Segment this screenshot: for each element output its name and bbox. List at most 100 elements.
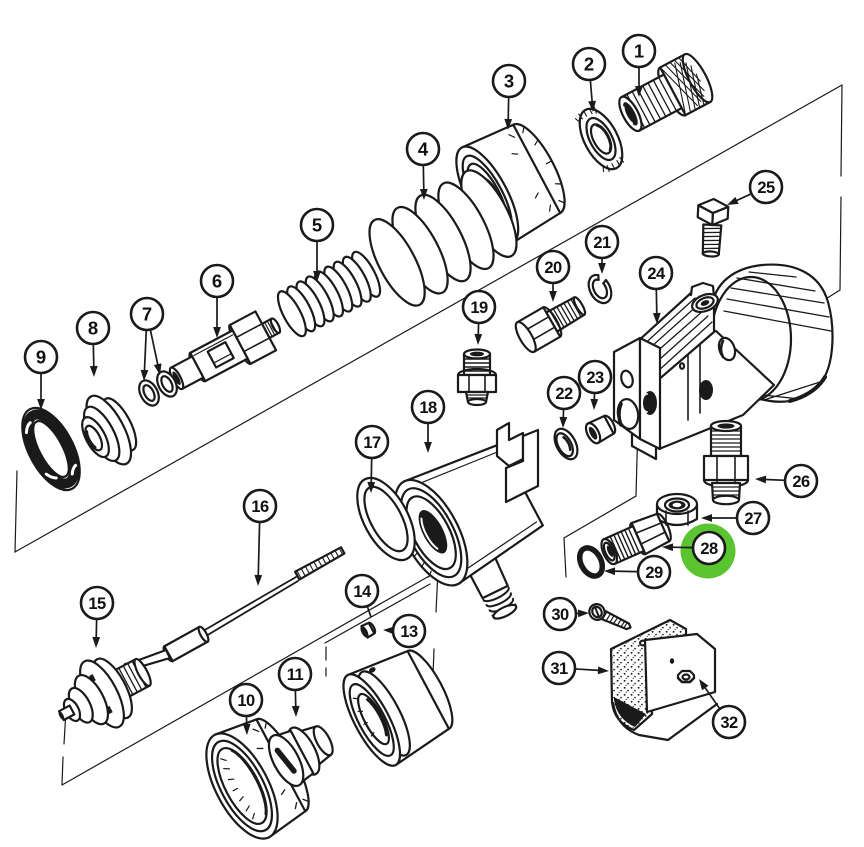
callout-number: 26 bbox=[792, 473, 810, 491]
part-1-nipple bbox=[618, 52, 714, 133]
leader-line bbox=[733, 192, 752, 203]
part-8-flange bbox=[81, 394, 138, 466]
callout-circle[interactable] bbox=[405, 131, 441, 167]
part-11-fluid-nozzle bbox=[267, 725, 334, 787]
callout-circle[interactable] bbox=[391, 613, 427, 649]
part-2-retainer-ring bbox=[574, 106, 625, 173]
callout-circle[interactable] bbox=[354, 424, 390, 460]
callout-circle[interactable] bbox=[691, 530, 727, 566]
part-7-washers bbox=[138, 370, 178, 407]
callout-32[interactable]: 32 bbox=[699, 679, 747, 740]
callout-number: 4 bbox=[418, 139, 429, 160]
callout-28[interactable]: 28 bbox=[662, 523, 736, 579]
callout-7[interactable]: 7 bbox=[129, 296, 165, 381]
callout-circle[interactable] bbox=[535, 249, 571, 285]
callout-18[interactable]: 18 bbox=[410, 389, 446, 453]
callout-27[interactable]: 27 bbox=[701, 500, 771, 536]
callout-17[interactable]: 17 bbox=[354, 424, 390, 493]
callout-10[interactable]: 10 bbox=[228, 682, 264, 735]
callout-1[interactable]: 1 bbox=[621, 33, 657, 97]
callout-11[interactable]: 11 bbox=[277, 656, 313, 717]
part-31-bracket bbox=[609, 618, 719, 742]
callout-circle[interactable] bbox=[461, 289, 497, 325]
callout-number: 32 bbox=[720, 714, 738, 732]
callout-circle[interactable] bbox=[129, 296, 165, 332]
callout-24[interactable]: 24 bbox=[638, 255, 674, 324]
callout-circle[interactable] bbox=[199, 263, 235, 299]
callout-circle[interactable] bbox=[636, 554, 672, 590]
callout-circle[interactable] bbox=[410, 389, 446, 425]
callout-circle[interactable] bbox=[344, 573, 380, 609]
callout-circle[interactable] bbox=[75, 310, 111, 346]
callout-circle[interactable] bbox=[228, 682, 264, 718]
leader-line bbox=[366, 605, 372, 618]
callout-circle[interactable] bbox=[79, 585, 115, 621]
part-29-washer bbox=[576, 545, 606, 579]
callout-31[interactable]: 31 bbox=[541, 650, 609, 686]
arrowhead-icon bbox=[598, 263, 606, 274]
callout-26[interactable]: 26 bbox=[755, 463, 819, 499]
part-22-packing bbox=[553, 427, 579, 461]
part-5-spring bbox=[276, 250, 382, 338]
leader-line bbox=[422, 164, 425, 193]
callout-circle[interactable] bbox=[542, 596, 578, 632]
callout-5[interactable]: 5 bbox=[299, 207, 335, 282]
callout-19[interactable]: 19 bbox=[461, 289, 497, 345]
callout-circle[interactable] bbox=[491, 63, 527, 99]
callout-circle[interactable] bbox=[621, 33, 657, 69]
callout-13[interactable]: 13 bbox=[383, 613, 427, 649]
callout-number: 1 bbox=[634, 41, 644, 62]
callout-circle[interactable] bbox=[638, 255, 674, 291]
part-23-sleeve bbox=[584, 414, 617, 445]
arrowhead-icon bbox=[559, 416, 568, 428]
callout-30[interactable]: 30 bbox=[542, 596, 589, 632]
leader-line bbox=[149, 329, 160, 368]
callout-22[interactable]: 22 bbox=[546, 375, 582, 428]
callout-circle[interactable] bbox=[541, 650, 577, 686]
arrowhead-icon bbox=[597, 666, 609, 675]
callout-circle[interactable] bbox=[242, 488, 278, 524]
arrowhead-icon bbox=[727, 196, 739, 205]
leader-line bbox=[611, 570, 639, 573]
callout-6[interactable]: 6 bbox=[199, 263, 235, 338]
callout-21[interactable]: 21 bbox=[584, 224, 620, 274]
callout-circle[interactable] bbox=[584, 224, 620, 260]
arrowhead-icon bbox=[242, 723, 251, 735]
callout-number: 7 bbox=[142, 304, 152, 325]
callout-20[interactable]: 20 bbox=[535, 249, 571, 302]
part-21-lock-washer bbox=[587, 273, 613, 305]
callout-9[interactable]: 9 bbox=[23, 339, 59, 410]
arrowhead-icon bbox=[383, 626, 395, 635]
callout-16[interactable]: 16 bbox=[242, 488, 278, 586]
callout-14[interactable]: 14 bbox=[344, 573, 380, 618]
arrowhead-icon bbox=[313, 271, 321, 282]
callout-15[interactable]: 15 bbox=[79, 585, 115, 648]
callout-2[interactable]: 2 bbox=[571, 46, 607, 112]
callout-3[interactable]: 3 bbox=[491, 63, 527, 130]
callout-25[interactable]: 25 bbox=[727, 169, 784, 205]
callout-number: 20 bbox=[544, 259, 562, 277]
callout-circle[interactable] bbox=[23, 339, 59, 375]
callout-4[interactable]: 4 bbox=[405, 131, 441, 200]
callout-circle[interactable] bbox=[277, 656, 313, 692]
callout-circle[interactable] bbox=[577, 359, 613, 395]
part-16-needle bbox=[123, 546, 346, 673]
callout-circle[interactable] bbox=[711, 704, 747, 740]
callout-circle[interactable] bbox=[748, 169, 784, 205]
callout-number: 22 bbox=[555, 385, 573, 403]
callout-23[interactable]: 23 bbox=[577, 359, 613, 410]
arrowhead-icon bbox=[254, 574, 263, 586]
callout-number: 17 bbox=[363, 434, 381, 452]
callout-circle[interactable] bbox=[783, 463, 819, 499]
callout-29[interactable]: 29 bbox=[604, 554, 672, 590]
part-28-fitting bbox=[600, 512, 672, 566]
callout-circle[interactable] bbox=[735, 500, 771, 536]
part-4-spring bbox=[368, 169, 518, 307]
callout-circle[interactable] bbox=[546, 375, 582, 411]
part-15-check-valve bbox=[57, 657, 152, 729]
leader-line bbox=[702, 685, 721, 710]
callout-8[interactable]: 8 bbox=[75, 310, 111, 377]
callout-circle[interactable] bbox=[299, 207, 335, 243]
callout-circle[interactable] bbox=[571, 46, 607, 82]
